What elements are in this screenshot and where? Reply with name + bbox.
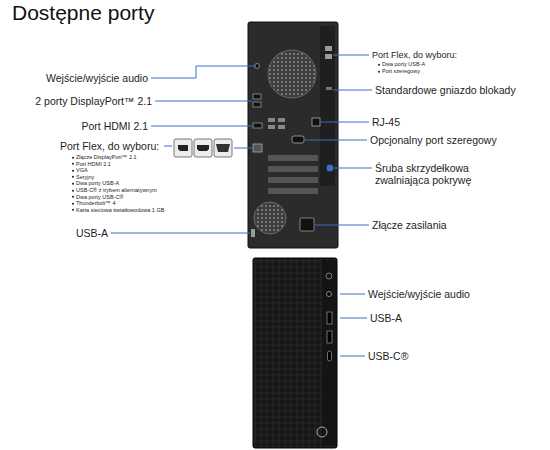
port-label: USB-A <box>370 312 402 324</box>
bullet-item: Dwa porty USB-C® <box>72 193 123 199</box>
port-label: Port HDMI 2.1 <box>81 120 148 132</box>
label-text: RJ-45 <box>372 116 400 128</box>
label-text: Opcjonalny port szeregowy <box>370 134 497 146</box>
label-text: VGA <box>76 167 88 173</box>
label-text: Wejście/wyjście audio <box>46 72 148 84</box>
bullet-item: VGA <box>72 167 88 173</box>
bullet-dot <box>72 209 74 211</box>
bullet-dot <box>72 170 74 172</box>
label-text: Thunderbolt™ 4 <box>76 200 115 206</box>
port-label: Wejście/wyjście audio <box>46 72 148 84</box>
page-title: Dostępne porty <box>12 1 154 25</box>
bullet-dot <box>72 196 74 198</box>
bullet-dot <box>72 156 74 158</box>
bullet-item: Port HDMI 2.1 <box>72 160 111 166</box>
label-text: USB-A <box>76 227 108 239</box>
bullet-item: Dwa porty USB-A <box>378 61 425 67</box>
bullet-item: Seryjny <box>72 174 94 180</box>
port-label: Opcjonalny port szeregowy <box>370 134 497 146</box>
bullet-dot <box>378 63 380 65</box>
port-label: RJ-45 <box>372 116 400 128</box>
port-label: USB-A <box>76 227 108 239</box>
label-text: 2 porty DisplayPort™ 2.1 <box>35 95 152 107</box>
label-text: Złącze zasilania <box>372 219 447 231</box>
bullet-item: Thunderbolt™ 4 <box>72 200 115 206</box>
tower-back <box>248 22 338 248</box>
flex-port-icons <box>174 139 232 157</box>
bullet-dot <box>72 163 74 165</box>
label-text: Seryjny <box>76 174 94 180</box>
label-text: Dwa porty USB-A <box>76 180 119 186</box>
bullet-dot <box>72 203 74 205</box>
bullet-item: Port szeregowy <box>378 68 420 74</box>
port-label: Standardowe gniazdo blokady <box>375 84 516 96</box>
bullet-item: Dwa porty USB-A <box>72 180 119 186</box>
bullet-dot <box>72 189 74 191</box>
label-text: Karta sieciowa światłowodowa 1 GB <box>76 207 164 213</box>
label-text: USB-C® z trybem alternatywnym <box>76 187 157 193</box>
label-text: Port szeregowy <box>382 68 420 74</box>
bullet-dot <box>72 176 74 178</box>
label-text: Port Flex, do wyboru: <box>372 50 457 60</box>
bullet-item: Złącze DisplayPort™ 2.1 <box>72 154 137 160</box>
bullet-item: USB-C® z trybem alternatywnym <box>72 187 157 193</box>
bullet-dot <box>378 70 380 72</box>
port-label: USB-C® <box>368 350 408 362</box>
label-text: Standardowe gniazdo blokady <box>375 84 516 96</box>
label-text: USB-C® <box>368 350 408 362</box>
label-text: Dwa porty USB-A <box>382 61 425 67</box>
label-text: Wejście/wyjście audio <box>368 288 470 300</box>
bullet-item: Karta sieciowa światłowodowa 1 GB <box>72 207 164 213</box>
label-text: Dwa porty USB-C® <box>76 193 123 199</box>
label-text: Port HDMI 2.1 <box>76 160 111 166</box>
port-label: Port Flex, do wyboru: <box>372 50 457 60</box>
label-text: Port Flex, do wyboru: <box>60 140 159 152</box>
port-label: Śruba skrzydełkowa zwalniająca pokrywę <box>375 162 493 186</box>
label-text: Złącze DisplayPort™ 2.1 <box>76 154 137 160</box>
bullet-dot <box>72 183 74 185</box>
port-label: Złącze zasilania <box>372 219 447 231</box>
label-text: USB-A <box>370 312 402 324</box>
port-label: Port Flex, do wyboru: <box>60 140 159 152</box>
tower-front <box>253 258 337 448</box>
port-label: 2 porty DisplayPort™ 2.1 <box>35 95 152 107</box>
port-label: Wejście/wyjście audio <box>368 288 470 300</box>
label-text: Port HDMI 2.1 <box>81 120 148 132</box>
label-text: Śruba skrzydełkowa zwalniająca pokrywę <box>375 162 471 186</box>
